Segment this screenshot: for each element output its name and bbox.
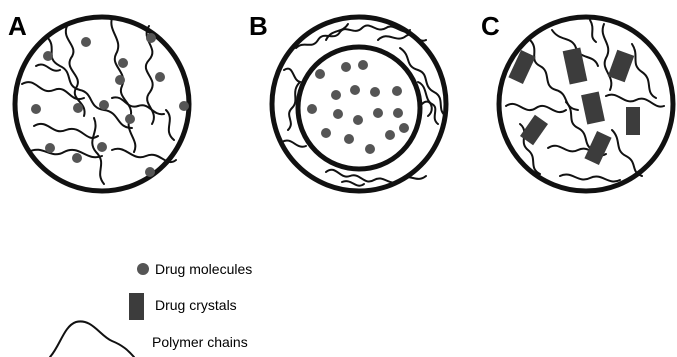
drug-molecule-dot — [331, 90, 341, 100]
legend-molecule-icon — [137, 263, 149, 275]
panel-c-label: C — [481, 11, 500, 41]
panel-c: C — [481, 11, 673, 191]
drug-molecule-dot — [365, 144, 375, 154]
drug-molecule-dot — [370, 87, 380, 97]
drug-molecule-dot — [81, 37, 91, 47]
drug-molecule-dot — [350, 85, 360, 95]
legend-crystals-label: Drug crystals — [155, 297, 237, 313]
drug-molecule-dot — [344, 134, 354, 144]
drug-molecule-dot — [333, 109, 343, 119]
legend-item-crystals: Drug crystals — [129, 293, 237, 320]
legend-item-polymer: Polymer chains — [50, 321, 248, 357]
drug-crystal-block — [608, 50, 634, 82]
drug-molecule-dot — [45, 143, 55, 153]
panel-a-drug-molecules — [31, 33, 189, 177]
drug-crystal-block — [584, 131, 611, 165]
drug-molecule-dot — [125, 114, 135, 124]
drug-molecule-dot — [307, 104, 317, 114]
legend-molecules-label: Drug molecules — [155, 261, 252, 277]
drug-molecule-dot — [315, 69, 325, 79]
drug-molecule-dot — [392, 86, 402, 96]
legend-crystal-icon — [129, 293, 144, 320]
panel-a-label: A — [8, 11, 27, 41]
drug-crystal-block — [563, 48, 588, 85]
panel-b: B — [249, 11, 446, 191]
drug-molecule-dot — [393, 108, 403, 118]
drug-molecule-dot — [145, 167, 155, 177]
drug-molecule-dot — [341, 62, 351, 72]
panel-a: A — [8, 11, 189, 191]
drug-molecule-dot — [155, 72, 165, 82]
drug-molecule-dot — [115, 75, 125, 85]
drug-molecule-dot — [43, 51, 53, 61]
drug-crystal-block — [581, 91, 605, 124]
legend-polymer-icon — [50, 321, 134, 357]
drug-molecule-dot — [146, 33, 156, 43]
panel-c-drug-crystals — [508, 48, 640, 165]
panel-a-polymer-chains — [22, 18, 176, 184]
drug-crystal-block — [626, 107, 640, 135]
drug-molecule-dot — [353, 115, 363, 125]
panel-b-drug-molecules — [307, 60, 409, 154]
drug-molecule-dot — [73, 103, 83, 113]
drug-molecule-dot — [321, 128, 331, 138]
drug-molecule-dot — [399, 123, 409, 133]
drug-molecule-dot — [118, 58, 128, 68]
drug-molecule-dot — [179, 101, 189, 111]
drug-molecule-dot — [99, 100, 109, 110]
drug-molecule-dot — [72, 153, 82, 163]
legend-item-molecules: Drug molecules — [137, 261, 252, 277]
drug-molecule-dot — [385, 130, 395, 140]
drug-molecule-dot — [358, 60, 368, 70]
panel-b-label: B — [249, 11, 268, 41]
drug-molecule-dot — [373, 108, 383, 118]
drug-molecule-dot — [97, 142, 107, 152]
drug-molecule-dot — [31, 104, 41, 114]
legend: Drug molecules Drug crystals Polymer cha… — [50, 261, 252, 357]
legend-polymer-label: Polymer chains — [152, 334, 248, 350]
